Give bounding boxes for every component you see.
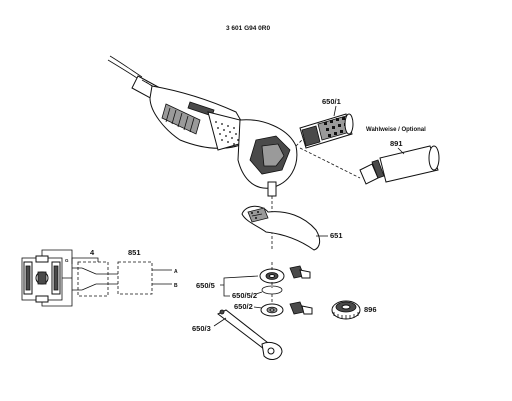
- label-650-5-2: 650/5/2: [232, 291, 257, 300]
- label-851: 851: [128, 248, 141, 257]
- wheel-guard-651: [241, 205, 321, 251]
- terminal-g: G: [65, 258, 69, 263]
- label-650-2: 650/2: [234, 302, 253, 311]
- label-650-5: 650/5: [196, 281, 215, 290]
- leader-650-3: [213, 317, 227, 327]
- leader-650-5: [220, 275, 259, 297]
- label-650-3: 650/3: [192, 324, 211, 333]
- label-4: 4: [90, 248, 95, 257]
- label-650-1: 650/1: [322, 97, 341, 106]
- leader-650-2: [253, 306, 263, 309]
- leader-650-1: [333, 105, 337, 117]
- leader-650-5-2: [255, 291, 263, 295]
- label-896: 896: [364, 305, 377, 314]
- two-pin-spanner-650-3: [217, 309, 283, 360]
- nut-detail-icon: [289, 301, 313, 315]
- terminal-a: A: [174, 269, 178, 275]
- terminal-b: B: [174, 283, 178, 289]
- side-handle-650-1: [299, 113, 354, 149]
- optional-note: Wahlweise / Optional: [366, 127, 426, 133]
- label-651: 651: [330, 231, 343, 240]
- clamping-nut-650-2: [260, 303, 284, 317]
- angle-grinder-body: [107, 55, 309, 250]
- label-891: 891: [390, 139, 403, 148]
- wiring-diagram: [21, 249, 172, 307]
- leader-891: [397, 147, 405, 155]
- spanner-detail-icon: [289, 265, 311, 279]
- flange-650-5: [259, 268, 285, 284]
- quick-nut-896: [331, 300, 361, 320]
- document-number: 3 601 G94 0R0: [226, 25, 270, 32]
- optional-handle-891: [299, 145, 440, 185]
